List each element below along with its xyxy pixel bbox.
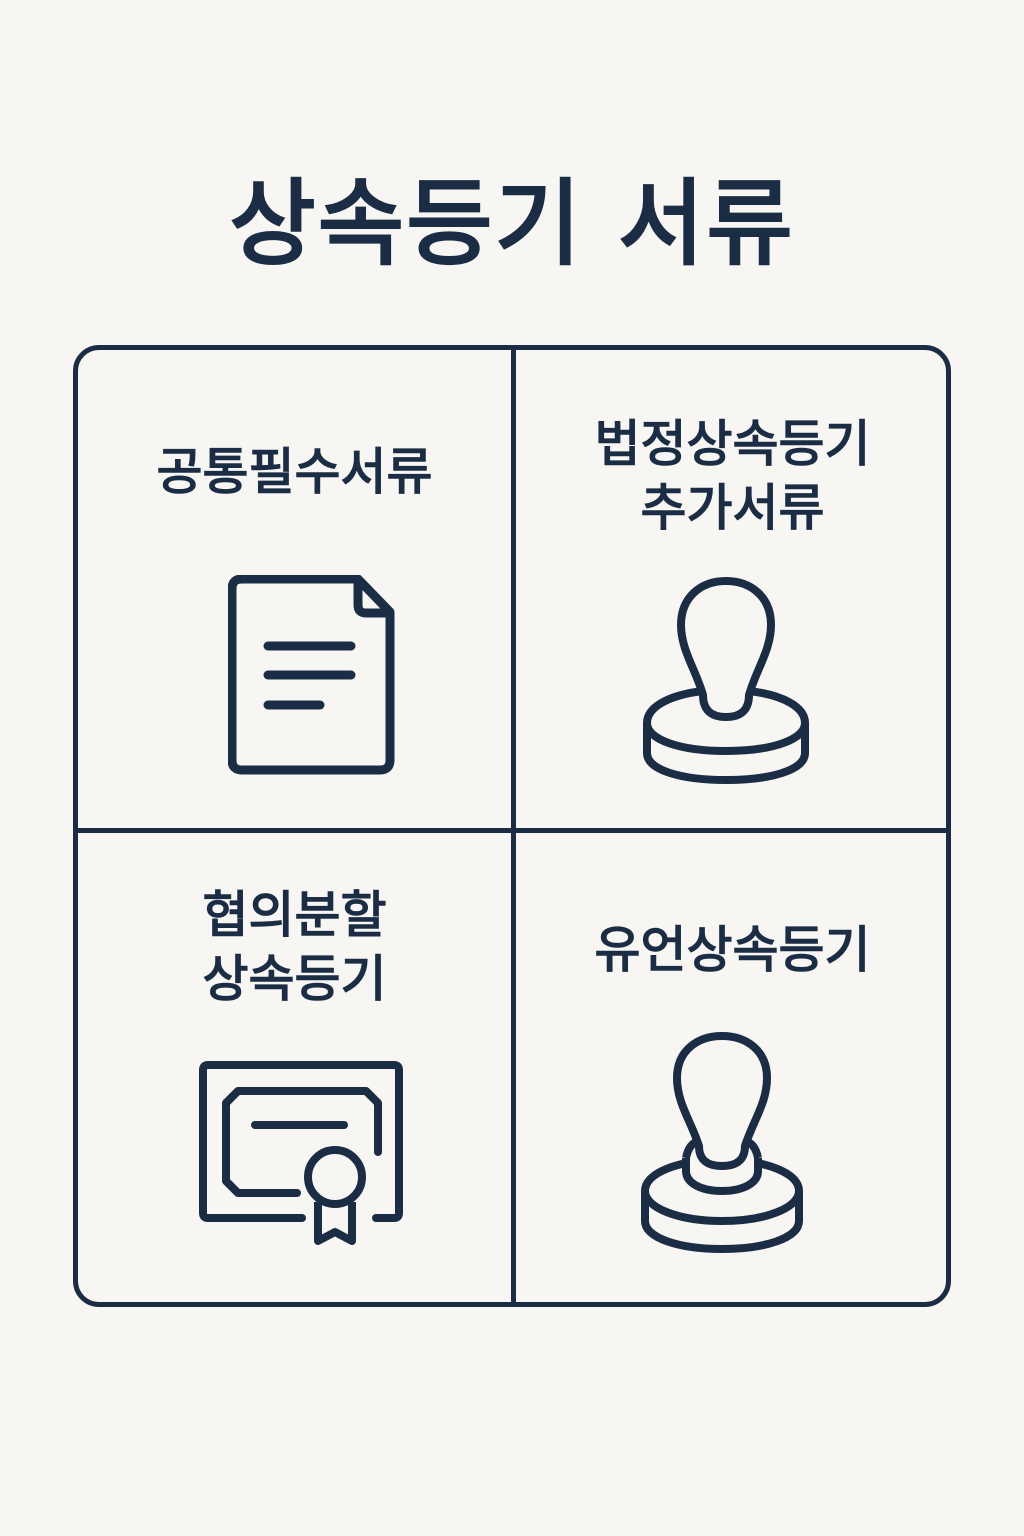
cell-label: 법정상속등기 추가서류: [594, 415, 871, 537]
cell-will-inheritance: 유언상속등기: [516, 833, 949, 1311]
vertical-divider: [511, 350, 516, 1302]
document-grid: 공통필수서류 법정상속등기 추가서류 협의분할 상속등기: [73, 345, 951, 1307]
stamp-icon: [640, 1031, 804, 1254]
cell-agreed-division-inheritance: 협의분할 상속등기: [78, 833, 511, 1311]
cell-common-required-documents: 공통필수서류: [78, 350, 511, 828]
stamp-icon: [642, 576, 810, 785]
cell-statutory-inheritance-additional-documents: 법정상속등기 추가서류: [516, 350, 949, 828]
horizontal-divider: [78, 828, 946, 833]
certificate-icon: [199, 1061, 403, 1245]
page-title: 상속등기 서류: [229, 170, 795, 279]
document-icon: [228, 575, 395, 775]
cell-label: 협의분할 상속등기: [202, 886, 387, 1008]
cell-label: 공통필수서류: [156, 443, 433, 501]
cell-label: 유언상속등기: [594, 921, 871, 979]
